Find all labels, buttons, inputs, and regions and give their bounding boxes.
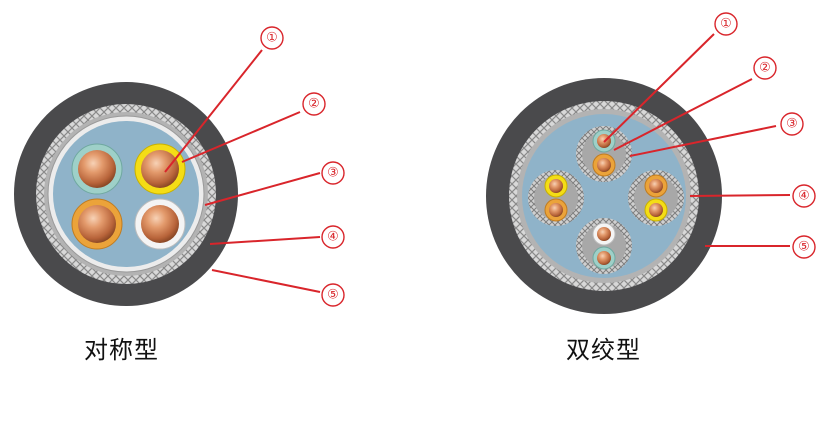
filler	[53, 121, 199, 267]
pair-left	[528, 170, 584, 226]
symmetric-type-caption: 对称型	[84, 336, 159, 364]
filler	[522, 114, 686, 278]
leader-line-3	[204, 172, 321, 206]
callout-number-5: ⑤	[327, 288, 339, 303]
callout-number-3: ③	[786, 117, 798, 132]
callout-number-1: ①	[720, 17, 732, 32]
core-white	[134, 198, 186, 250]
leader-line-4	[209, 236, 321, 245]
callouts-right	[714, 12, 816, 259]
leader-line-3	[629, 125, 777, 157]
callout-number-3: ③	[327, 166, 339, 181]
core-yellow	[134, 143, 186, 195]
callout-number-1: ①	[266, 31, 278, 46]
core-orange	[71, 198, 123, 250]
pair-top	[576, 126, 632, 182]
twisted-pair-type-caption: 双绞型	[566, 336, 641, 364]
leader-line-2	[181, 111, 301, 163]
callout-number-4: ④	[798, 189, 810, 204]
callout-number-2: ②	[759, 61, 771, 76]
symmetric-cable-diagram	[14, 26, 345, 307]
twisted-pair-cable-diagram	[486, 12, 816, 314]
leader-line-2	[613, 78, 753, 151]
leader-line-1	[164, 49, 263, 173]
leader-line-4	[689, 194, 791, 197]
leader-lines-right	[603, 33, 791, 247]
callouts-left	[260, 26, 345, 307]
leader-lines-left	[164, 49, 321, 293]
leader-line-5	[211, 269, 321, 293]
pair-bottom	[576, 218, 632, 274]
callout-number-5: ⑤	[798, 240, 810, 255]
callout-number-4: ④	[327, 230, 339, 245]
leader-line-1	[603, 33, 715, 143]
core-teal	[71, 143, 123, 195]
pair-right	[628, 170, 684, 226]
callout-number-2: ②	[308, 97, 320, 112]
